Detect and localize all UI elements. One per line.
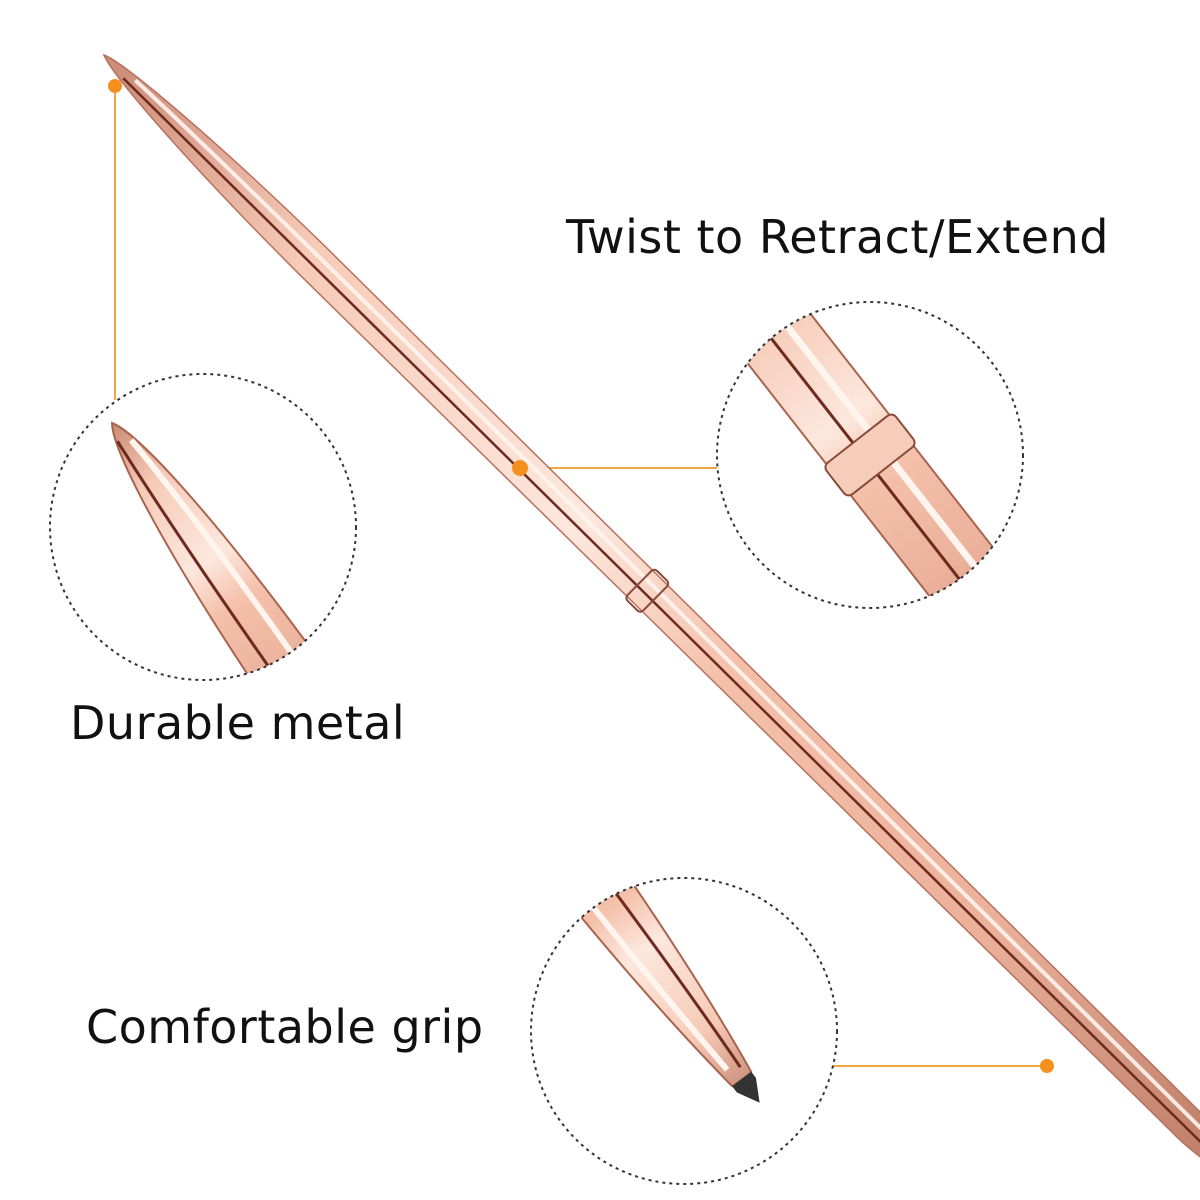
callout-dots: [108, 79, 1054, 1073]
pen-body: [102, 53, 1200, 1180]
label-twist-to-retract: Twist to Retract/Extend: [566, 210, 1109, 264]
callout-lines: [114, 86, 1046, 1067]
zoom-circle-durable: [49, 373, 357, 681]
pen-twist-ring: [625, 568, 670, 613]
callout-dot-durable: [108, 79, 122, 93]
callout-dot-twist: [512, 460, 528, 476]
pen-main: [102, 53, 1200, 1180]
zoom-circle-grip: [530, 877, 838, 1185]
label-comfortable-grip: Comfortable grip: [86, 1000, 484, 1054]
zoom-circle-twist: [716, 301, 1024, 609]
pen-highlight: [133, 78, 1200, 1134]
label-durable-metal: Durable metal: [70, 696, 406, 750]
callout-dot-grip: [1040, 1059, 1054, 1073]
